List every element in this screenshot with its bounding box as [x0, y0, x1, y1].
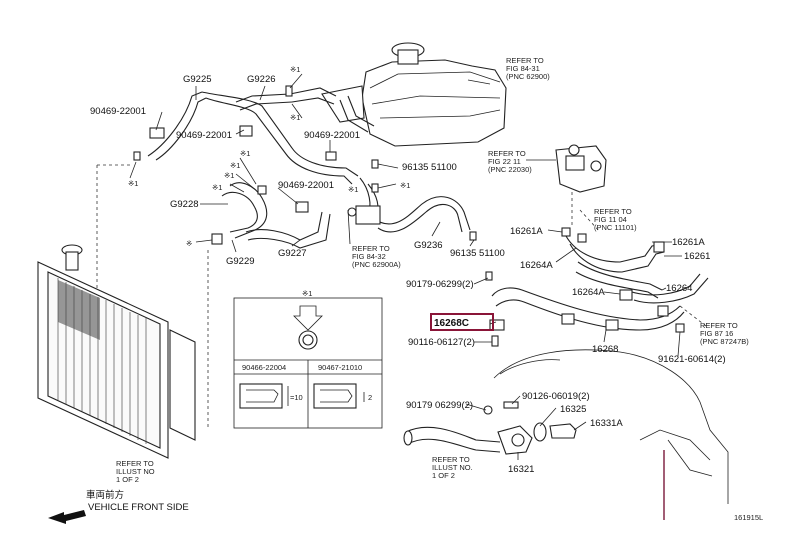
inset-mark: ※1 — [302, 289, 312, 298]
mark-1: ※1 — [290, 65, 300, 74]
engine-block — [403, 349, 729, 520]
label-91621-60614[interactable]: 91621-60614(2) — [658, 354, 726, 365]
inset-dim1: =10 — [290, 393, 303, 402]
ref-3-line1: REFER TO — [352, 244, 390, 253]
ref-3-line3: (PNC 62900A) — [352, 260, 401, 269]
label-g9227[interactable]: G9227 — [278, 248, 307, 259]
ref-4-line1: REFER TO — [594, 207, 632, 216]
ref-7-line1: REFER TO — [432, 455, 470, 464]
ref-6-line1: REFER TO — [116, 459, 154, 468]
ref-5-line1: REFER TO — [700, 321, 738, 330]
ref-7-line2: ILLUST NO. — [432, 463, 473, 472]
part-labels: G9225 G9226 90469-22001 90469-22001 9046… — [90, 74, 726, 475]
label-16268[interactable]: 16268 — [592, 344, 618, 355]
ref-1-line2: FIG 84-31 — [506, 64, 540, 73]
label-96135-51100-a[interactable]: 96135 51100 — [402, 162, 457, 173]
label-16331a[interactable]: 16331A — [590, 418, 623, 429]
mark-3: ※1 — [128, 179, 138, 188]
inset-col2[interactable]: 90467-21010 — [318, 363, 362, 372]
ref-6-line2: ILLUST NO — [116, 467, 155, 476]
footer: 車両前方 VEHICLE FRONT SIDE 161915L — [48, 489, 763, 524]
figure-code: 161915L — [734, 513, 763, 522]
label-g9236[interactable]: G9236 — [414, 240, 443, 251]
ref-2-line2: FIG 22 11 — [488, 157, 521, 166]
radiator — [37, 164, 209, 459]
ref-5-line2: FIG 87 16 — [700, 329, 733, 338]
ref-5-line3: (PNC 87247B) — [700, 337, 749, 346]
ref-1-line1: REFER TO — [506, 56, 544, 65]
ref-2-line3: (PNC 22030) — [488, 165, 532, 174]
inset-dim2: 2 — [368, 393, 372, 402]
mark-7: ※1 — [212, 183, 222, 192]
mark-4: ※1 — [240, 149, 250, 158]
label-16261a-a[interactable]: 16261A — [510, 226, 543, 237]
front-label-cn: 車両前方 — [86, 489, 124, 501]
leader-lines — [129, 73, 682, 460]
ref-4-line3: (PNC 11101) — [594, 223, 637, 232]
label-90469-22001-a[interactable]: 90469-22001 — [90, 106, 146, 117]
label-90179-06299-a[interactable]: 90179-06299(2) — [406, 279, 474, 290]
front-arrow-icon — [48, 510, 86, 524]
label-16264a-b[interactable]: 16264A — [572, 287, 605, 298]
ref-3-line2: FIG 84-32 — [352, 252, 386, 261]
highlight-box-16268c — [430, 313, 494, 331]
label-90116-06127[interactable]: 90116-06127(2) — [408, 337, 475, 348]
right-hoses — [489, 144, 709, 347]
label-96135-51100-b[interactable]: 96135 51100 — [450, 248, 505, 259]
label-90126-06019[interactable]: 90126-06019(2) — [522, 391, 590, 402]
inset-col1[interactable]: 90466-22004 — [242, 363, 286, 372]
mark-2: ※1 — [290, 113, 300, 122]
clamp-inset — [233, 297, 383, 429]
ref-2-line1: REFER TO — [488, 149, 526, 158]
mark-9: ※ — [186, 239, 192, 248]
ref-1-line3: (PNC 62900) — [506, 72, 550, 81]
asterisk-marks: ※1 ※1 ※1 ※1 ※1 ※1 ※1 ※1 ※ ※1 — [128, 65, 410, 248]
label-90469-22001-c[interactable]: 90469-22001 — [304, 130, 360, 141]
mark-8: ※1 — [400, 181, 410, 190]
label-16264a-a[interactable]: 16264A — [520, 260, 553, 271]
label-16261[interactable]: 16261 — [684, 251, 710, 262]
mark-10: ※1 — [348, 185, 358, 194]
upper-hoses — [133, 85, 493, 281]
label-g9228[interactable]: G9228 — [170, 199, 199, 210]
mark-6: ※1 — [224, 171, 234, 180]
label-16321[interactable]: 16321 — [508, 464, 534, 475]
label-g9225[interactable]: G9225 — [183, 74, 212, 85]
reservoir-tank — [321, 42, 507, 147]
front-label-en: VEHICLE FRONT SIDE — [88, 502, 189, 513]
label-16325[interactable]: 16325 — [560, 404, 586, 415]
label-90469-22001-b[interactable]: 90469-22001 — [176, 130, 232, 141]
reference-notes: REFER TO FIG 84-31 (PNC 62900) REFER TO … — [116, 56, 749, 484]
label-g9226[interactable]: G9226 — [247, 74, 276, 85]
label-16268c[interactable]: 16268C — [434, 318, 469, 329]
ref-7-line3: 1 OF 2 — [432, 471, 455, 480]
inset-labels: ※1 90466-22004 90467-21010 =10 2 — [242, 289, 372, 402]
label-90179-06299-b[interactable]: 90179 06299(2) — [406, 400, 473, 411]
mark-5: ※1 — [230, 161, 240, 170]
label-16264[interactable]: 16264 — [666, 283, 692, 294]
ref-6-line3: 1 OF 2 — [116, 475, 139, 484]
label-90469-22001-d[interactable]: 90469-22001 — [278, 180, 334, 191]
label-16261a-b[interactable]: 16261A — [672, 237, 705, 248]
ref-4-line2: FIG 11 04 — [594, 215, 627, 224]
label-g9229[interactable]: G9229 — [226, 256, 255, 267]
